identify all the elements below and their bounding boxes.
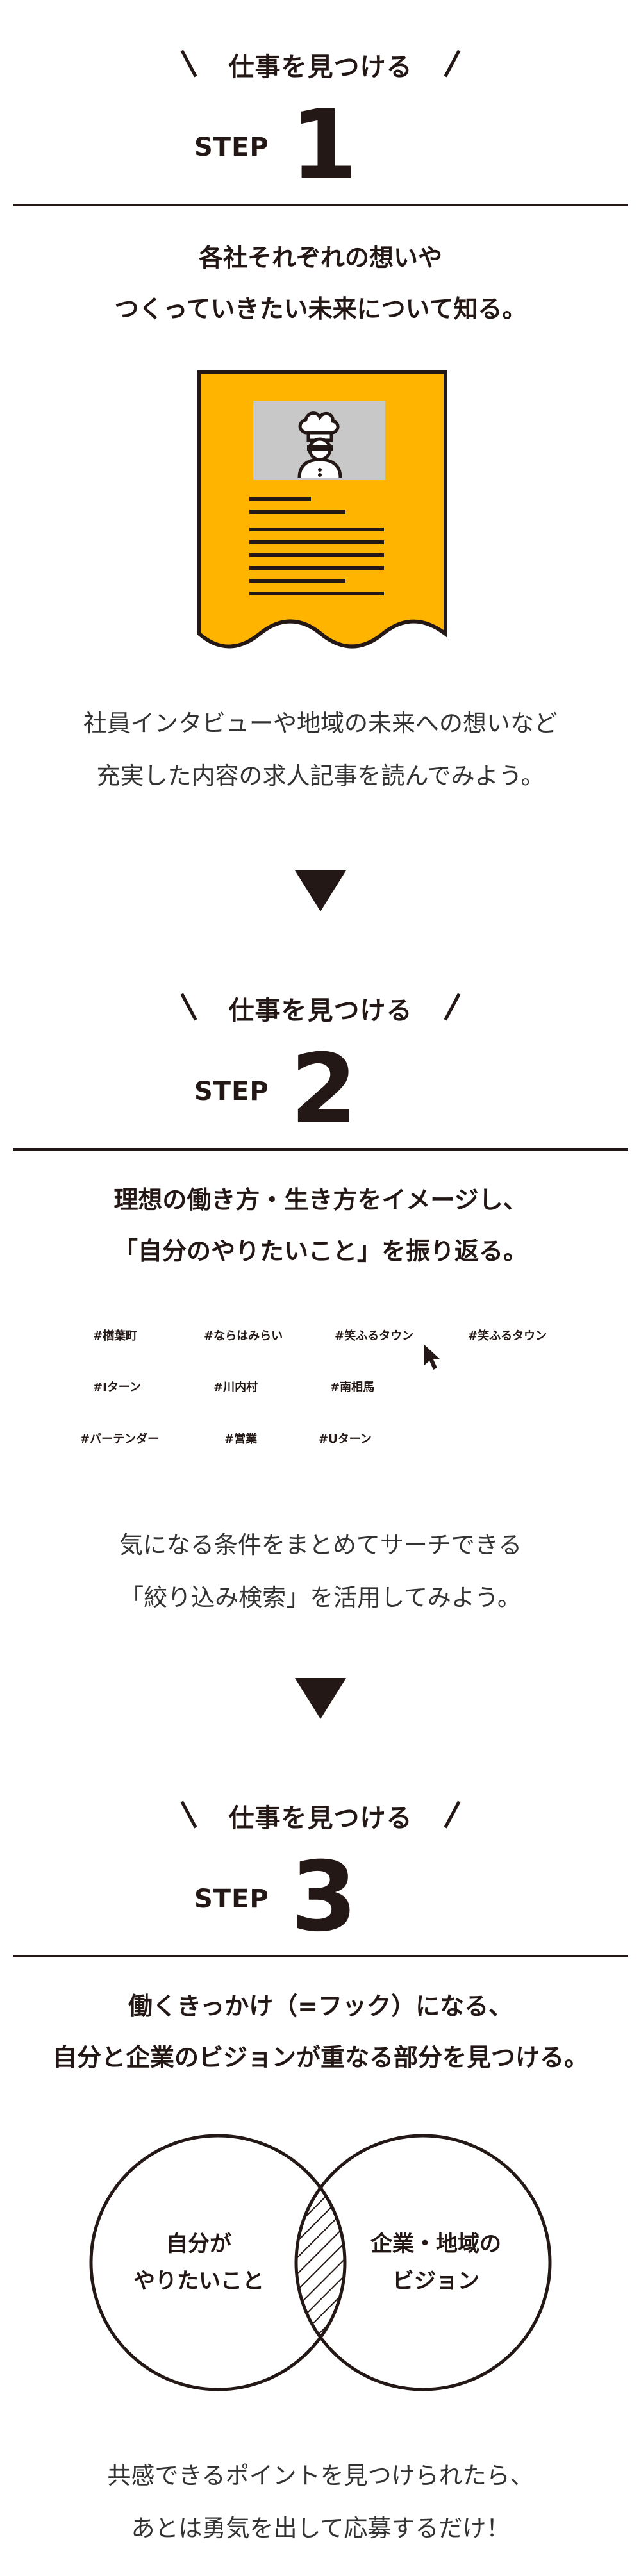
step2-headline-line1: 理想の働き方・生き方をイメージし、 (113, 1186, 528, 1214)
title-slash-right (444, 1800, 461, 1829)
step3-body-line1: 共感できるポイントを見つけられたら、 (107, 2462, 534, 2489)
tag-item[interactable]: #Uターン (319, 1433, 372, 1446)
step1-body-line2: 充実した内容の求人記事を読んでみよう。 (96, 762, 545, 790)
step1-headline-line1: 各社それぞれの想いや (198, 244, 442, 272)
tag-item[interactable]: #南相馬 (330, 1381, 375, 1394)
venn-left-circle (89, 2134, 347, 2391)
step3-body-line2: あとは勇気を出して応募するだけ！ (131, 2514, 510, 2542)
tag-item[interactable]: #川内村 (213, 1381, 258, 1394)
step2-section-title: 仕事を見つける (228, 996, 413, 1026)
step2-body-line1: 気になる条件をまとめてサーチできる (119, 1531, 522, 1559)
step1-step-label: STEP (194, 133, 269, 162)
tag-item[interactable]: #ならはみらい (204, 1329, 283, 1343)
title-slash-left (180, 49, 197, 78)
venn-right-label-line1: 企業・地域の (370, 2231, 501, 2257)
step2-body-line2: 「絞り込み検索」を活用してみよう。 (120, 1584, 521, 1611)
title-slash-right (444, 49, 461, 78)
cursor-arrow-icon (424, 1345, 440, 1370)
step3-step-number: 3 (290, 1841, 358, 1953)
tag-item[interactable]: #笑ふるタウン (335, 1329, 414, 1343)
step3-step-label: STEP (194, 1884, 269, 1914)
venn-left-label-line2: やりたいこと (133, 2268, 264, 2294)
venn-diagram (89, 2134, 552, 2391)
title-slash-left (180, 993, 197, 1021)
step1-body-line1: 社員インタビューや地域の未来への想いなど (83, 710, 558, 737)
job-posting-illustration (197, 370, 447, 649)
tag-item[interactable]: #楢葉町 (93, 1329, 138, 1343)
step2-step-label: STEP (194, 1077, 269, 1106)
title-slash-left (180, 1800, 197, 1829)
tag-item[interactable]: #笑ふるタウン (468, 1329, 547, 1343)
venn-right-circle (294, 2134, 552, 2391)
step2-divider (13, 1148, 628, 1151)
title-slash-right (444, 993, 461, 1021)
step1-section-title: 仕事を見つける (228, 53, 413, 82)
step2-step-number: 2 (290, 1034, 358, 1145)
step1-step-number: 1 (290, 90, 358, 201)
down-triangle-icon (295, 870, 346, 911)
step3-headline-line1: 働くきっかけ（=フック）になる、 (128, 1992, 513, 2020)
down-triangle-icon (295, 1678, 346, 1719)
tag-item[interactable]: #Iターン (93, 1381, 141, 1394)
tag-item[interactable]: #営業 (224, 1433, 258, 1446)
venn-left-label-line1: 自分が (166, 2231, 231, 2257)
step3-headline-line2: 自分と企業のビジョンが重なる部分を見つける。 (52, 2043, 588, 2072)
step2-headline-line2: 「自分のやりたいこと」を振り返る。 (113, 1237, 528, 1265)
tag-item[interactable]: #バーテンダー (80, 1433, 160, 1446)
step3-section-title: 仕事を見つける (228, 1804, 413, 1833)
chef-icon (297, 411, 342, 478)
venn-right-label-line2: ビジョン (392, 2268, 479, 2294)
step1-divider (13, 204, 628, 206)
step3-divider (13, 1955, 628, 1957)
step1-headline-line2: つくっていきたい未来について知る。 (114, 295, 527, 323)
